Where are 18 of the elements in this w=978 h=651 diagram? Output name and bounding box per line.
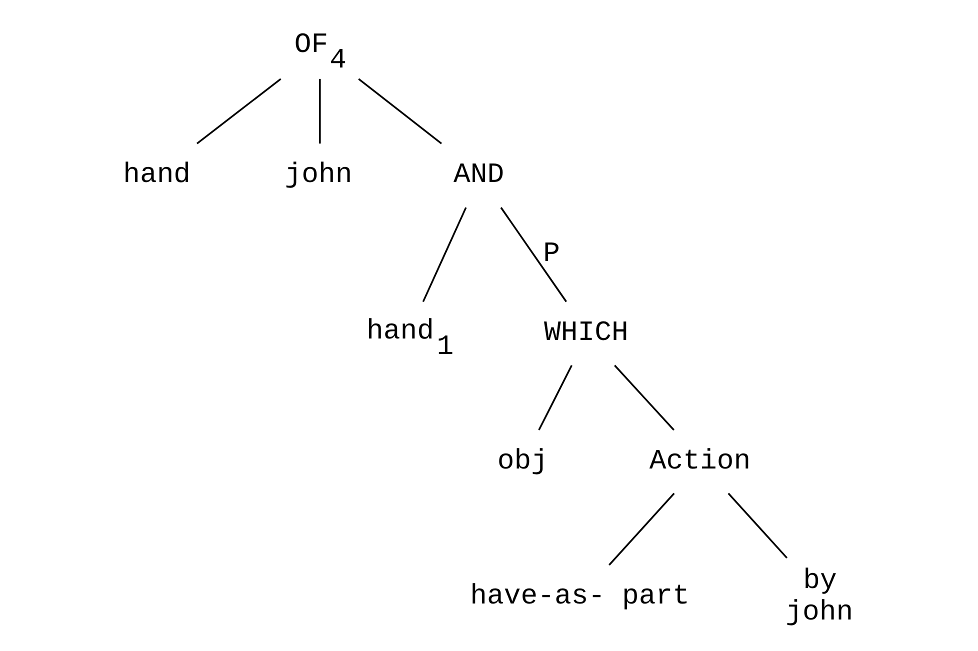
node-text: have-as- part bbox=[470, 582, 689, 613]
connector bbox=[500, 207, 566, 302]
node-text: WHICH bbox=[543, 318, 628, 350]
node-text: john bbox=[284, 160, 352, 191]
edge-label: P bbox=[542, 239, 560, 270]
connector bbox=[538, 364, 572, 430]
connector bbox=[196, 78, 281, 144]
node-text: AND bbox=[452, 160, 504, 191]
node-text: hand bbox=[122, 160, 190, 191]
node-text: Action bbox=[648, 446, 750, 478]
connector bbox=[318, 78, 320, 144]
connector bbox=[614, 364, 674, 431]
connector bbox=[422, 207, 466, 302]
connector bbox=[727, 492, 788, 559]
node-text: by john bbox=[785, 566, 853, 629]
connector bbox=[358, 78, 442, 144]
node-text: obj bbox=[496, 446, 548, 478]
connector bbox=[608, 492, 674, 566]
